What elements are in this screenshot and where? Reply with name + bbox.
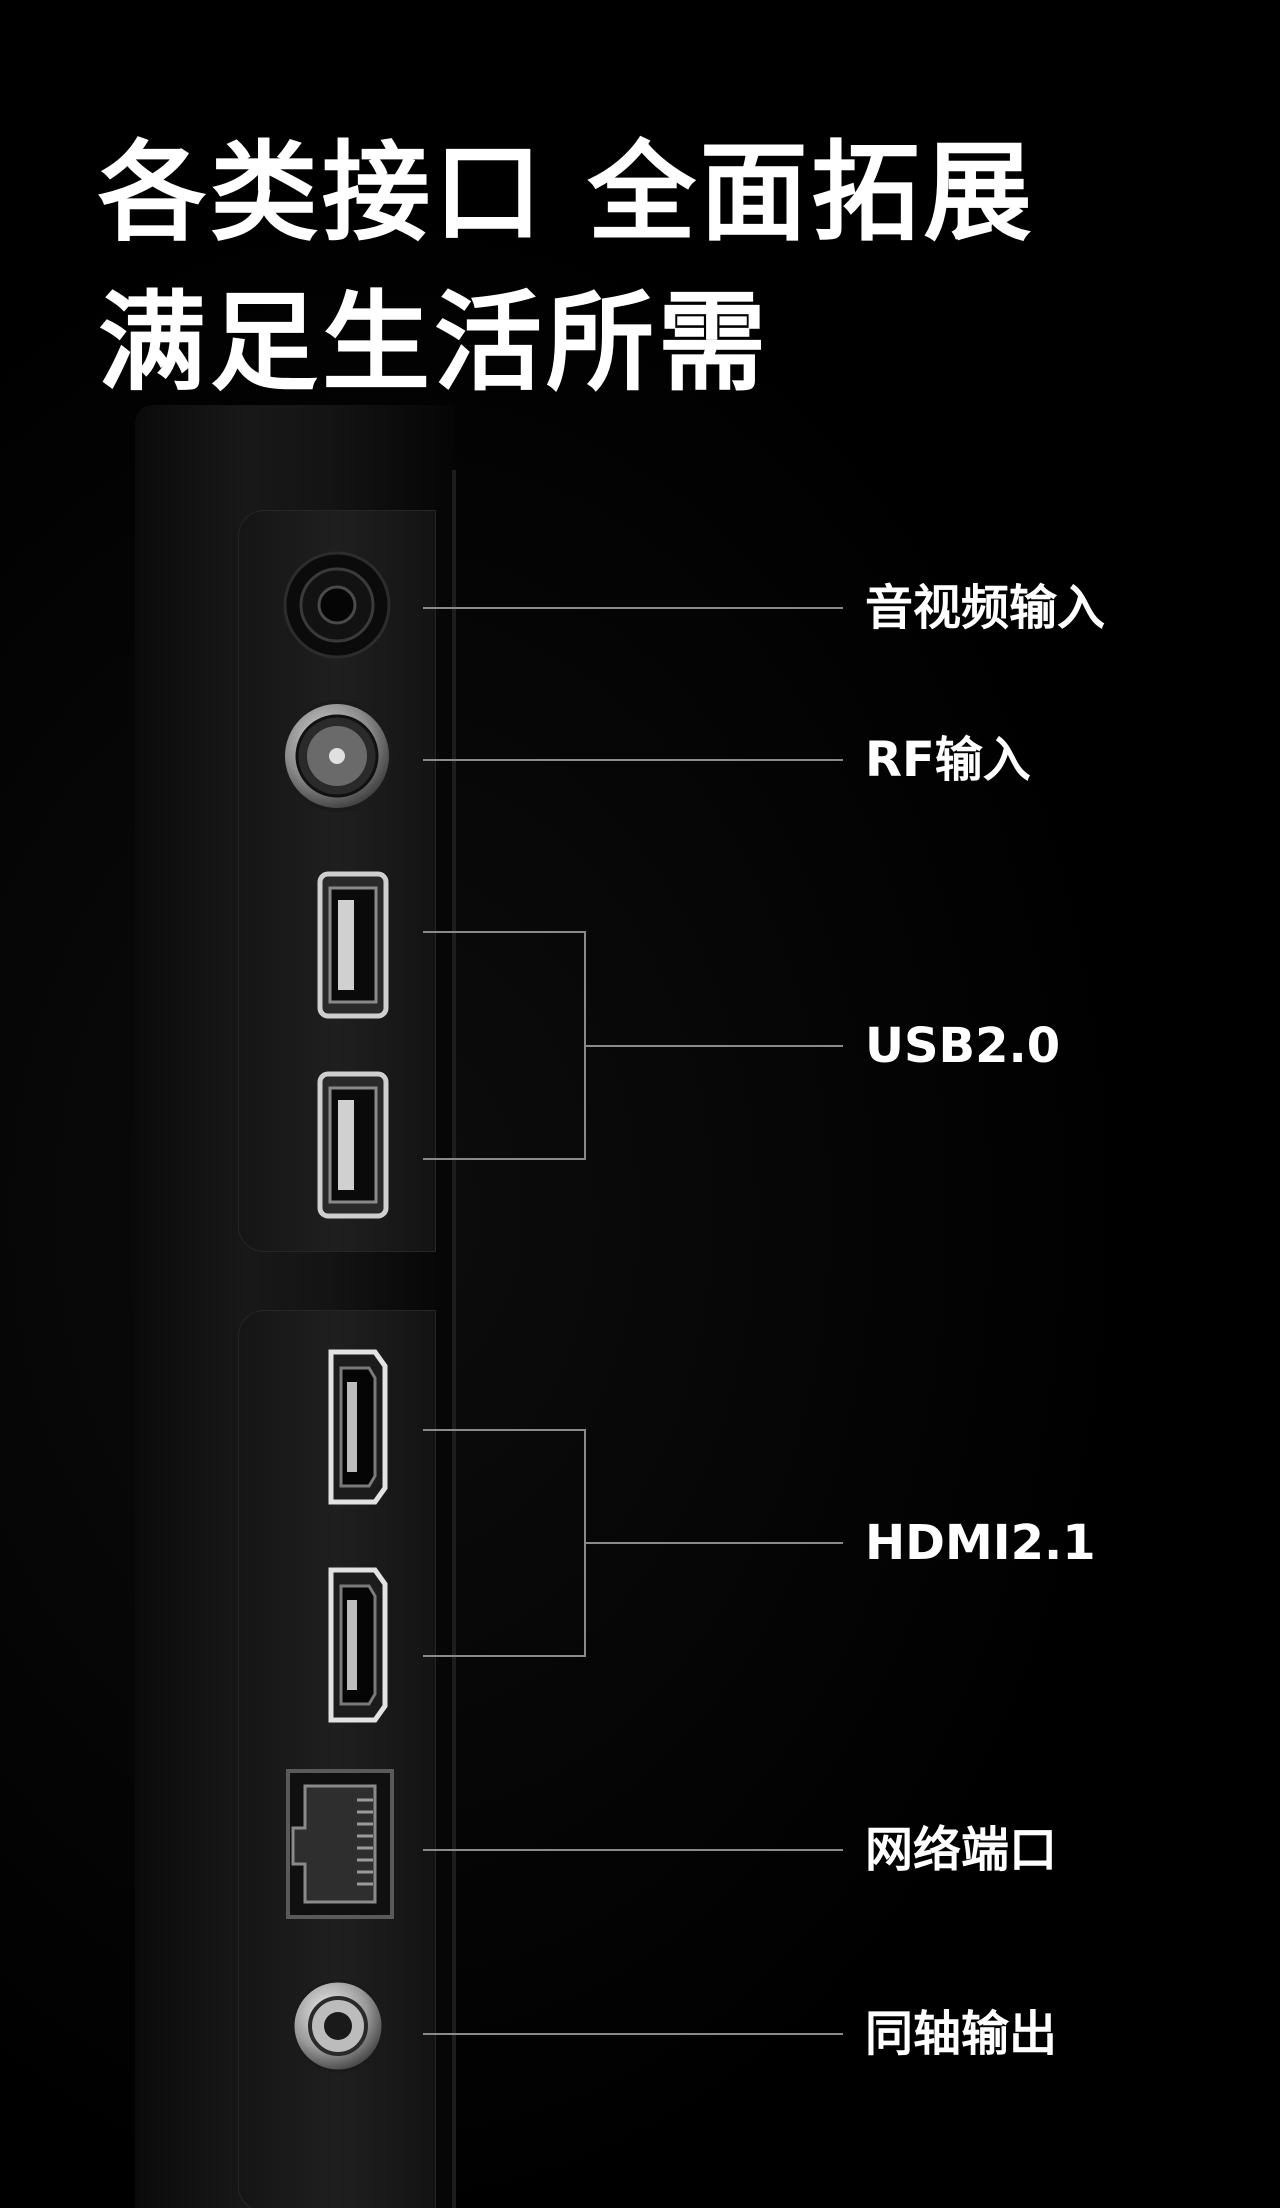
callout-line-hdmi-bottom — [423, 1655, 585, 1657]
headline-line-2: 满足生活所需 — [98, 281, 771, 406]
callout-line-ethernet — [423, 1849, 843, 1851]
callout-line-hdmi-top — [423, 1429, 585, 1431]
hdmi-port-icon — [328, 1349, 388, 1505]
usb-port-icon — [317, 871, 389, 1019]
label-ethernet: 网络端口 — [865, 1822, 1058, 1878]
callout-line-rf — [423, 759, 843, 761]
label-coaxial-output: 同轴输出 — [865, 2006, 1058, 2062]
av-input-port-icon — [283, 551, 391, 659]
callout-line-usb — [584, 1045, 843, 1047]
callout-line-coaxial — [423, 2033, 843, 2035]
label-usb: USB2.0 — [865, 1018, 1061, 1074]
label-hdmi: HDMI2.1 — [865, 1515, 1096, 1571]
rf-input-port-icon — [281, 700, 393, 812]
callout-line-hdmi — [584, 1542, 843, 1544]
ethernet-port-icon — [286, 1769, 394, 1919]
hdmi-port-icon — [328, 1567, 388, 1723]
headline-line-1: 各类接口 全面拓展 — [98, 131, 1036, 256]
tv-edge — [452, 470, 456, 2208]
label-rf-input: RF输入 — [865, 732, 1031, 788]
callout-line-av — [423, 607, 843, 609]
callout-line-usb-top — [423, 931, 585, 933]
label-av-input: 音视频输入 — [865, 580, 1106, 636]
coaxial-output-port-icon — [291, 1979, 385, 2073]
usb-port-icon — [317, 1071, 389, 1219]
callout-line-usb-bottom — [423, 1158, 585, 1160]
